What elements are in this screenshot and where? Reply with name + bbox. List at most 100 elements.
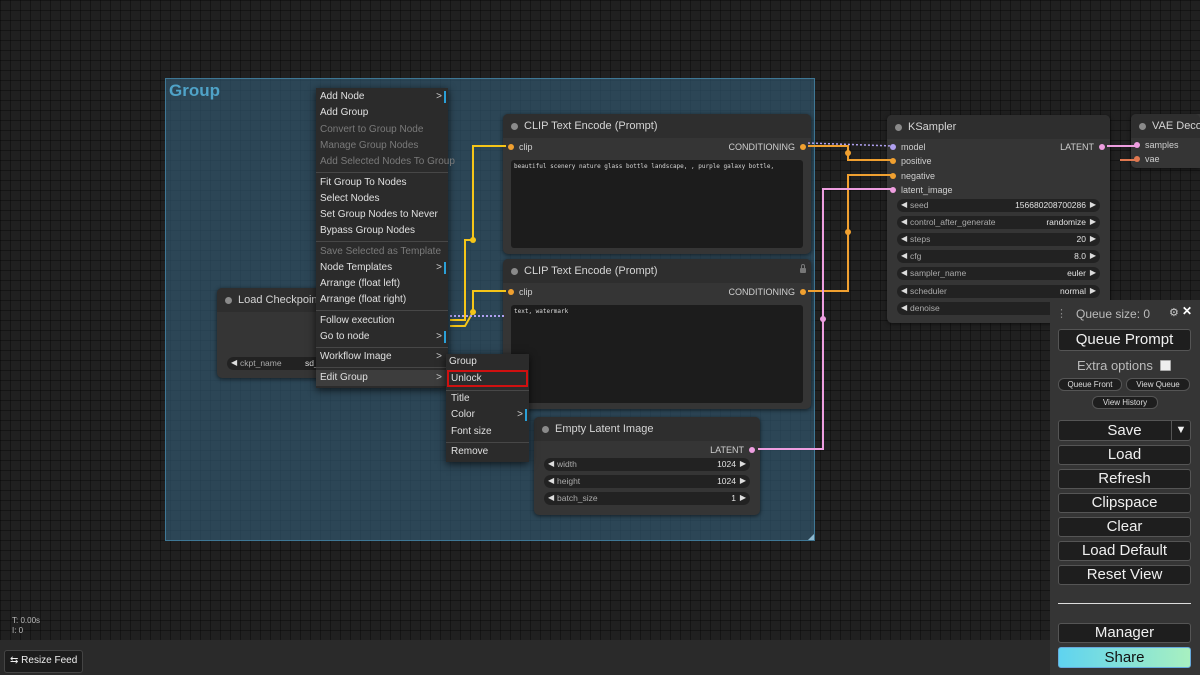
slot-dot[interactable] (800, 144, 806, 150)
save-button[interactable]: Save ▼ (1058, 420, 1191, 441)
view-queue-button[interactable]: View Queue (1126, 378, 1190, 391)
submenu-font-size[interactable]: Font size (451, 426, 492, 437)
menu-set-group-nodes-never[interactable]: Set Group Nodes to Never (320, 209, 438, 220)
submenu-title[interactable]: Title (451, 393, 470, 404)
clear-button[interactable]: Clear (1058, 517, 1191, 537)
slot-dot[interactable] (890, 187, 896, 193)
group-title[interactable]: Group (169, 81, 220, 100)
slot-dot[interactable] (1134, 142, 1140, 148)
input-vae[interactable]: vae (1134, 154, 1160, 164)
arrow-right-icon[interactable]: ▶ (739, 493, 746, 502)
arrow-right-icon[interactable]: ▶ (739, 476, 746, 485)
menu-workflow-image[interactable]: Workflow Image> (320, 351, 442, 362)
input-positive[interactable]: positive (890, 156, 932, 166)
menu-node-templates[interactable]: Node Templates> (320, 260, 448, 276)
prompt-textarea[interactable]: text, watermark (511, 305, 803, 403)
node-ksampler[interactable]: KSampler model LATENT positive negative … (887, 115, 1110, 323)
manager-button[interactable]: Manager (1058, 623, 1191, 643)
menu-fit-group-to-nodes[interactable]: Fit Group To Nodes (320, 177, 407, 188)
widget-denoise[interactable]: ◀denoise (897, 302, 1100, 315)
collapse-dot[interactable] (511, 268, 518, 275)
slot-dot[interactable] (890, 144, 896, 150)
output-conditioning[interactable]: CONDITIONING (729, 142, 806, 152)
node-title-bar[interactable]: KSampler (887, 115, 1110, 139)
group-context-menu[interactable]: Add Node> Add Group Convert to Group Nod… (316, 88, 455, 388)
menu-select-nodes[interactable]: Select Nodes (320, 193, 380, 204)
slot-dot[interactable] (749, 447, 755, 453)
submenu-color[interactable]: Color> (451, 407, 529, 423)
slot-dot[interactable] (1099, 144, 1105, 150)
output-latent[interactable]: LATENT (1060, 142, 1105, 152)
node-title-bar[interactable]: CLIP Text Encode (Prompt) (503, 259, 811, 283)
node-title-bar[interactable]: Empty Latent Image (534, 417, 760, 441)
input-latent-image[interactable]: latent_image (890, 185, 953, 195)
menu-arrange-float-left[interactable]: Arrange (float left) (320, 278, 401, 289)
view-history-button[interactable]: View History (1092, 396, 1158, 409)
node-title-bar[interactable]: CLIP Text Encode (Prompt) (503, 114, 811, 138)
submenu-remove[interactable]: Remove (451, 446, 489, 457)
collapse-dot[interactable] (895, 124, 902, 131)
arrow-left-icon[interactable]: ◀ (548, 476, 555, 485)
share-button[interactable]: Share (1058, 647, 1191, 668)
node-clip-text-encode-positive[interactable]: CLIP Text Encode (Prompt) clip CONDITION… (503, 114, 811, 254)
arrow-left-icon[interactable]: ◀ (548, 493, 555, 502)
load-default-button[interactable]: Load Default (1058, 541, 1191, 561)
input-clip[interactable]: clip (508, 287, 533, 297)
input-model[interactable]: model (890, 142, 926, 152)
input-samples[interactable]: samples (1134, 140, 1179, 150)
menu-arrange-float-right[interactable]: Arrange (float right) (320, 294, 407, 305)
menu-edit-group[interactable]: Edit Group> (316, 370, 448, 386)
gear-icon[interactable]: ⚙ (1169, 307, 1179, 319)
submenu-unlock[interactable]: Unlock (451, 373, 482, 384)
slot-dot[interactable] (1134, 156, 1140, 162)
input-clip[interactable]: clip (508, 142, 533, 152)
menu-add-group[interactable]: Add Group (320, 107, 369, 118)
drag-handle-icon[interactable]: ⋮ (1056, 308, 1067, 320)
collapse-dot[interactable] (511, 123, 518, 130)
prompt-textarea[interactable]: beautiful scenery nature glass bottle la… (511, 160, 803, 248)
queue-front-button[interactable]: Queue Front (1058, 378, 1122, 391)
node-title-bar[interactable]: VAE Deco (1131, 114, 1200, 138)
clipspace-button[interactable]: Clipspace (1058, 493, 1191, 513)
edit-group-submenu[interactable]: Group Unlock Title Color> Font size Remo… (446, 354, 529, 462)
arrow-left-icon[interactable]: ◀ (231, 358, 238, 367)
menu-add-node[interactable]: Add Node> (320, 89, 448, 105)
arrow-left-icon[interactable]: ◀ (548, 459, 555, 468)
collapse-dot[interactable] (542, 426, 549, 433)
menu-bypass-group-nodes[interactable]: Bypass Group Nodes (320, 225, 416, 236)
widget-ckpt-name[interactable]: ◀ ckpt_name sd_x (227, 357, 327, 370)
node-vae-decode[interactable]: VAE Deco samples vae (1131, 114, 1200, 168)
refresh-button[interactable]: Refresh (1058, 469, 1191, 489)
save-dropdown-icon[interactable]: ▼ (1171, 421, 1190, 440)
menu-go-to-node[interactable]: Go to node> (320, 329, 448, 345)
menu-follow-execution[interactable]: Follow execution (320, 315, 395, 326)
input-negative[interactable]: negative (890, 171, 935, 181)
collapse-dot[interactable] (225, 297, 232, 304)
slot-dot[interactable] (800, 289, 806, 295)
output-latent[interactable]: LATENT (710, 445, 755, 455)
resize-feed-button[interactable]: ⇆ Resize Feed (4, 650, 84, 673)
slot-dot[interactable] (890, 158, 896, 164)
node-clip-text-encode-negative[interactable]: CLIP Text Encode (Prompt) clip CONDITION… (503, 259, 811, 409)
collapse-dot[interactable] (1139, 123, 1146, 130)
extra-options-checkbox[interactable] (1160, 360, 1171, 371)
reset-view-button[interactable]: Reset View (1058, 565, 1191, 585)
output-conditioning[interactable]: CONDITIONING (729, 287, 806, 297)
queue-prompt-button[interactable]: Queue Prompt (1058, 329, 1191, 351)
arrow-right-icon[interactable]: ▶ (739, 459, 746, 468)
node-load-checkpoint[interactable]: Load Checkpoint ◀ ckpt_name sd_x (217, 288, 327, 378)
group-resize-handle[interactable] (808, 534, 814, 540)
slot-dot[interactable] (890, 173, 896, 179)
node-title-bar[interactable]: Load Checkpoint (217, 288, 327, 312)
slot-dot[interactable] (508, 289, 514, 295)
close-icon[interactable]: ✕ (1182, 304, 1193, 318)
